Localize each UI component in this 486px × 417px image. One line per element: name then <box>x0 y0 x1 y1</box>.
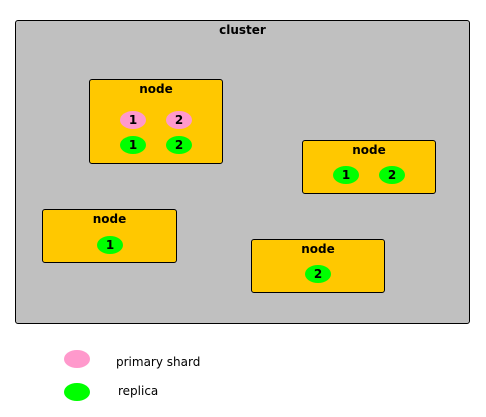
legend-replica-swatch <box>64 383 90 401</box>
replica-shard: 2 <box>379 166 405 184</box>
legend-replica-label: replica <box>118 384 159 398</box>
primary-shard: 1 <box>120 111 146 129</box>
replica-shard: 2 <box>305 265 331 283</box>
cluster-box: cluster node 1 2 1 2 node 1 2 node 1 nod… <box>15 20 470 324</box>
node-box: node 1 2 <box>302 140 436 194</box>
replica-shard: 1 <box>333 166 359 184</box>
node-title: node <box>301 242 335 256</box>
legend-primary-swatch <box>64 350 90 368</box>
node-box: node 1 2 1 2 <box>89 79 223 164</box>
replica-shard: 1 <box>120 136 146 154</box>
replica-shard: 2 <box>166 136 192 154</box>
node-title: node <box>92 212 127 226</box>
node-title: node <box>352 143 386 157</box>
node-box: node 1 <box>42 209 177 263</box>
primary-shard: 2 <box>166 111 192 129</box>
node-box: node 2 <box>251 239 385 293</box>
legend-primary-label: primary shard <box>116 355 201 369</box>
replica-shard: 1 <box>97 236 123 254</box>
cluster-title: cluster <box>219 23 266 37</box>
node-title: node <box>139 82 173 96</box>
